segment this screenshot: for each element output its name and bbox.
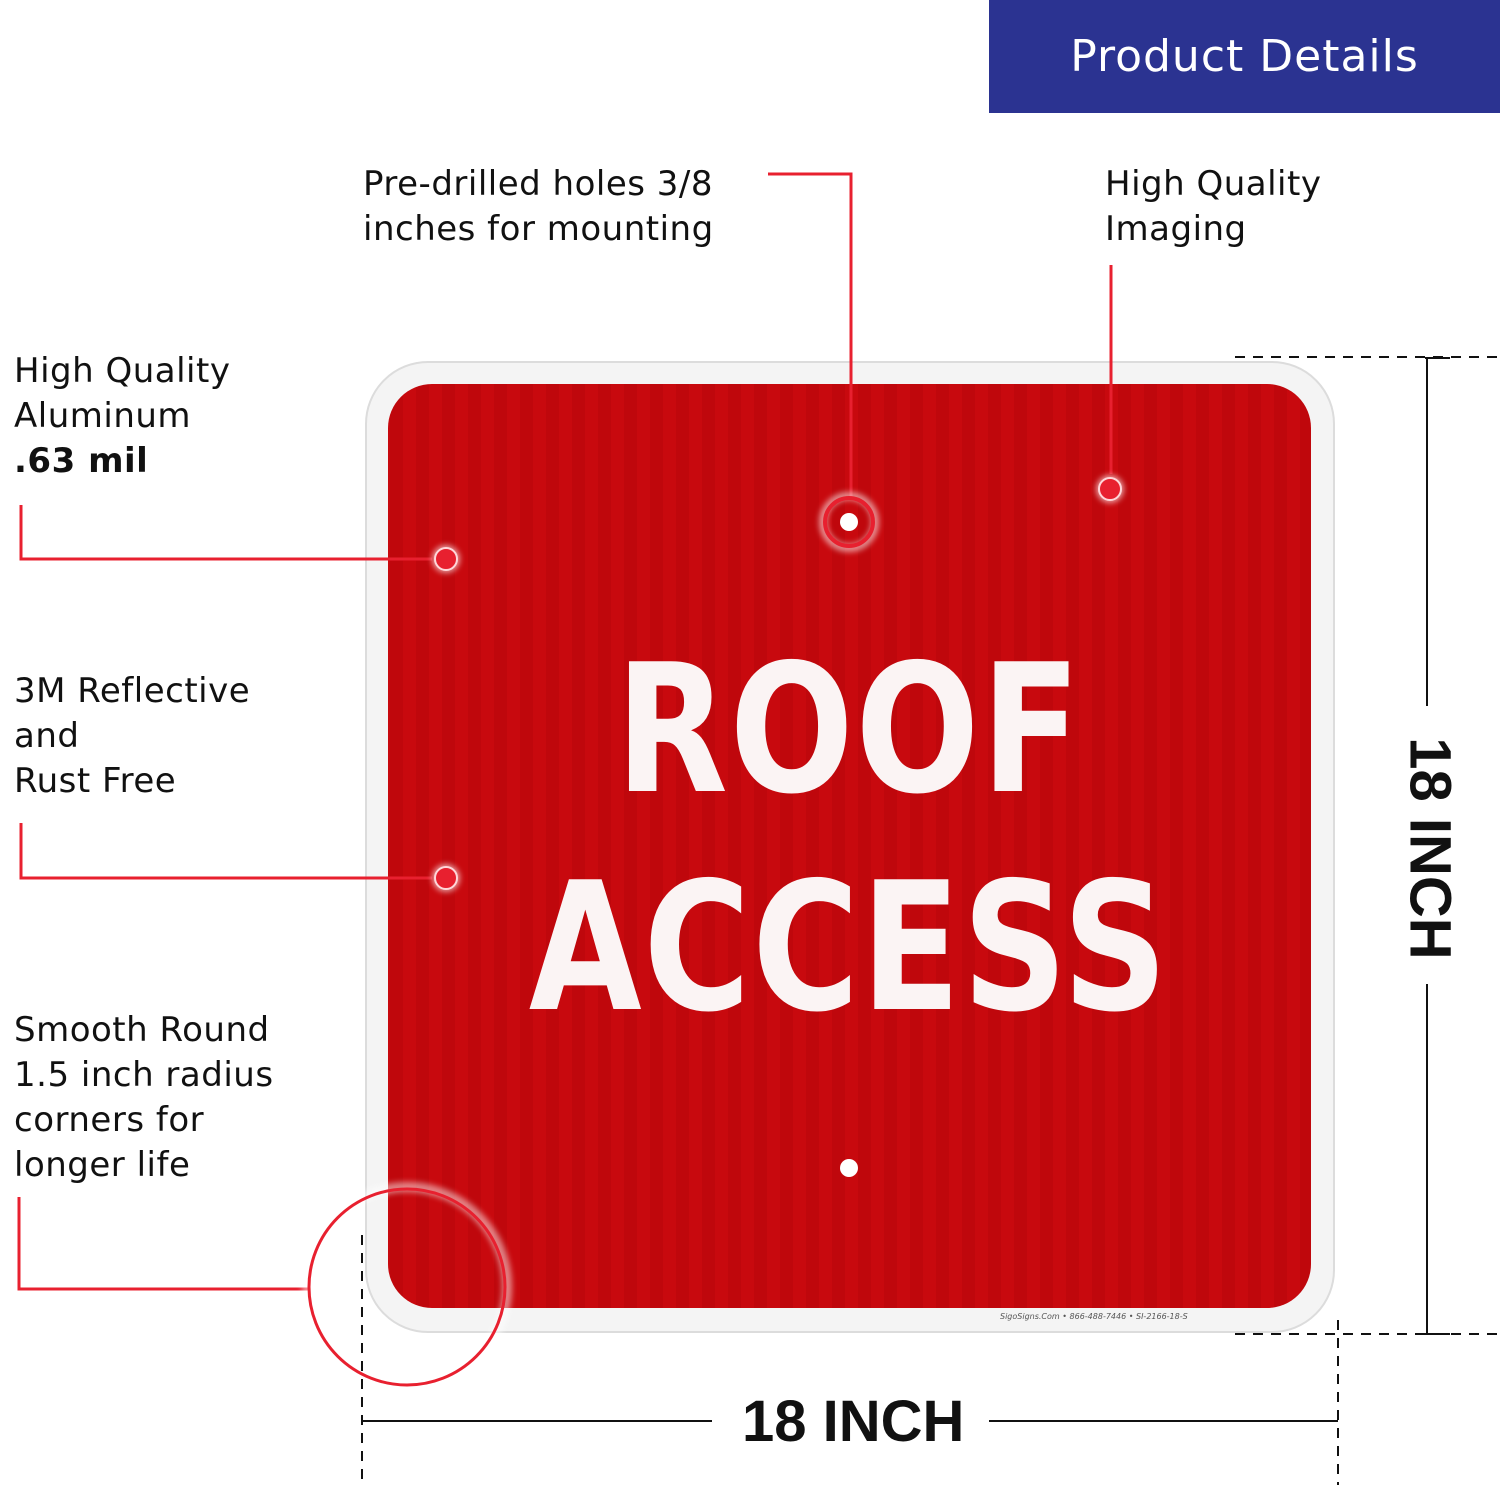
callout-label-aluminum: High Quality Aluminum .63 mil: [14, 349, 230, 484]
callout-imaging-line-2: Imaging: [1105, 209, 1247, 249]
callout-line-mounting: [768, 172, 853, 498]
callout-mounting-line-1: Pre-drilled holes 3/8: [363, 164, 713, 204]
dimension-height-label: 18 INCH: [1397, 737, 1463, 960]
callout-label-corners: Smooth Round 1.5 inch radius corners for…: [14, 1008, 274, 1188]
callout-corners-line-1: Smooth Round: [14, 1010, 270, 1050]
callout-dot-imaging: [1098, 477, 1122, 501]
callout-corners-line-3: corners for: [14, 1100, 205, 1140]
callout-line-aluminum: [19, 505, 432, 561]
callout-mounting-line-2: inches for mounting: [363, 209, 714, 249]
product-details-banner: Product Details: [989, 0, 1500, 113]
sign-text-access: ACCESS: [528, 844, 1170, 1051]
callout-reflective-line-2: and: [14, 716, 80, 756]
callout-aluminum-thickness: .63 mil: [14, 441, 149, 481]
sign-fineprint: SigoSigns.Com • 866-488-7446 • SI-2166-1…: [1000, 1312, 1188, 1321]
dimension-width-label: 18 INCH: [742, 1389, 965, 1454]
sign-face: [388, 384, 1311, 1308]
callout-ring-mounting: [823, 496, 875, 548]
callout-label-reflective: 3M Reflective and Rust Free: [14, 669, 250, 804]
callout-corners-line-4: longer life: [14, 1145, 191, 1185]
banner-title: Product Details: [1070, 31, 1419, 82]
callout-aluminum-line-2: Aluminum: [14, 396, 192, 436]
callout-corners-line-2: 1.5 inch radius: [14, 1055, 274, 1095]
callout-aluminum-line-1: High Quality: [14, 351, 231, 391]
callout-label-imaging: High Quality Imaging: [1105, 162, 1321, 252]
callout-dot-reflective: [434, 866, 458, 890]
callout-imaging-line-1: High Quality: [1105, 164, 1322, 204]
mounting-hole-top: [840, 513, 858, 531]
callout-line-corners: [17, 1197, 309, 1291]
callout-reflective-line-3: Rust Free: [14, 761, 177, 801]
sign-text-roof: ROOF: [615, 626, 1083, 833]
callout-dot-aluminum: [434, 547, 458, 571]
callout-ring-corners: [307, 1187, 507, 1387]
callout-line-reflective: [19, 823, 432, 880]
callout-reflective-line-1: 3M Reflective: [14, 671, 251, 711]
callout-label-mounting: Pre-drilled holes 3/8 inches for mountin…: [363, 162, 714, 252]
mounting-hole-bottom: [840, 1159, 858, 1177]
